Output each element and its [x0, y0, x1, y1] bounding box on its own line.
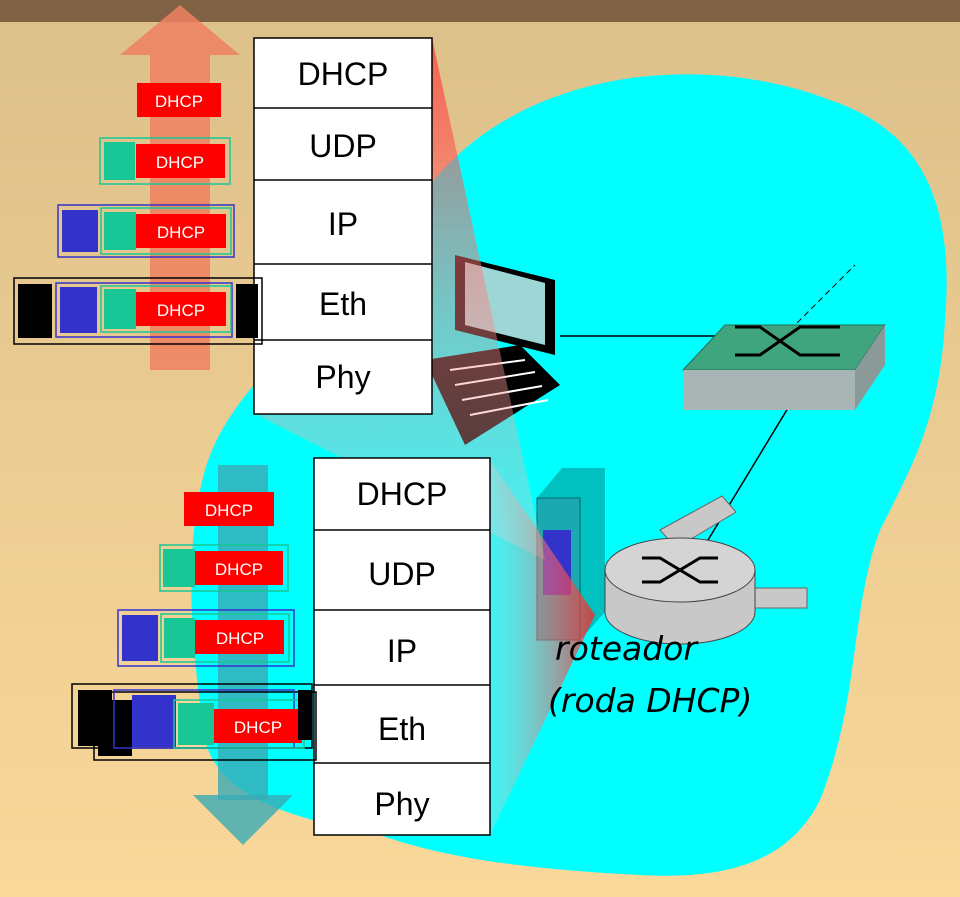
client-packet-eth: DHCP [13, 277, 263, 345]
client-packet-udp: DHCP [99, 137, 231, 185]
client-layer-udp: UDP [309, 128, 377, 164]
client-layer-eth: Eth [319, 286, 367, 322]
packet-tag-label: DHCP [215, 560, 263, 579]
router-packet-udp: DHCP [159, 544, 289, 592]
router-packet-dhcp: DHCP [184, 492, 274, 526]
packet-tag-label: DHCP [216, 629, 264, 648]
packet-tag-label: DHCP [156, 153, 204, 172]
router-packet-eth: DHCP [71, 683, 317, 761]
router-zoom-beam [490, 460, 595, 835]
client-layer-dhcp: DHCP [298, 56, 389, 92]
router-label-line2: (roda DHCP) [548, 681, 752, 720]
router-layer-dhcp: DHCP [357, 476, 448, 512]
switch-antenna-line [789, 264, 856, 331]
router-layer-udp: UDP [368, 556, 436, 592]
router-protocol-stack: DHCP UDP IP Eth Phy [313, 457, 491, 836]
packet-tag-label: DHCP [155, 92, 203, 111]
packet-tag-label: DHCP [157, 301, 205, 320]
packet-tag-label: DHCP [157, 223, 205, 242]
switch-icon [681, 324, 886, 410]
router-icon [604, 495, 808, 645]
packet-tag-label: DHCP [234, 718, 282, 737]
client-packet-ip: DHCP [57, 204, 235, 258]
router-layer-eth: Eth [378, 711, 426, 747]
title-band [0, 0, 960, 22]
client-zoom-beam [255, 38, 545, 560]
client-protocol-stack: DHCP UDP IP Eth Phy [253, 37, 433, 415]
router-packet-ip: DHCP [117, 609, 295, 667]
router-layer-phy: Phy [374, 786, 429, 822]
router-layer-ip: IP [387, 633, 417, 669]
client-layer-ip: IP [328, 206, 358, 242]
packet-tag-label: DHCP [205, 501, 253, 520]
router-label-line1: roteador [555, 629, 699, 668]
client-layer-phy: Phy [315, 359, 370, 395]
client-packet-dhcp: DHCP [137, 83, 221, 117]
